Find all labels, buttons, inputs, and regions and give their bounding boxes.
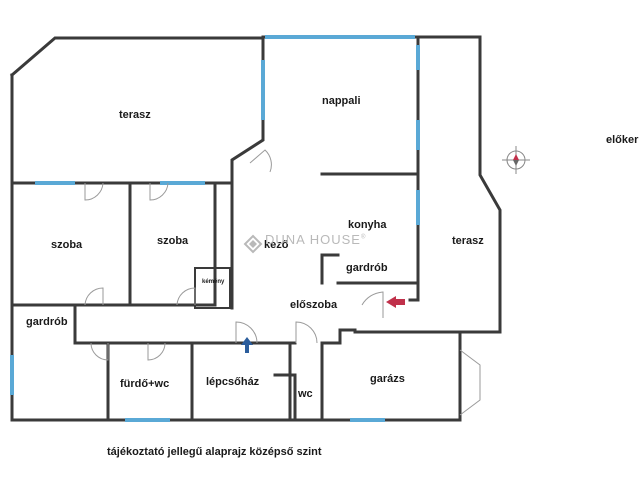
room-label-eloker-partial: előker [606, 134, 639, 146]
watermark-text: DUNA HOUSE® [265, 232, 366, 247]
door-furdo [147, 342, 166, 361]
entry-arrow-icon [386, 296, 405, 308]
garazs-top-wall [338, 328, 462, 345]
outer-wall-top [9, 35, 502, 422]
watermark-brand: DUNA HOUSE [265, 232, 361, 247]
door-szoba-2-bottom [176, 287, 196, 306]
room-label-nappali: nappali [322, 95, 361, 107]
room-label-terasz-left: terasz [119, 109, 151, 121]
room-label-gardrob-right: gardrób [346, 262, 388, 274]
wc-walls [273, 373, 297, 422]
room-label-wc: wc [298, 388, 313, 400]
door-garazs [459, 349, 481, 416]
kemeny-box [194, 267, 231, 309]
eloszoba-right-wall [408, 281, 420, 302]
walls [9, 35, 502, 422]
room-label-terasz-right: terasz [452, 235, 484, 247]
room-label-szoba-1: szoba [51, 239, 83, 251]
door-szoba-1-bottom [84, 287, 104, 306]
room-label-szoba-2: szoba [157, 235, 189, 247]
gardrob-right-walls [320, 253, 340, 285]
watermark-mark: ® [360, 234, 367, 241]
door-gardrob-right [295, 321, 318, 344]
door-szoba-2 [149, 182, 169, 201]
door-gardrob-left [90, 342, 109, 361]
door-entrance [361, 291, 384, 318]
duna-house-logo-icon [243, 234, 263, 254]
room-label-kemeny: kémény [202, 279, 225, 285]
room-label-garazs: garázs [370, 373, 405, 385]
terasz-divider [230, 35, 265, 185]
door-terasz [249, 149, 272, 173]
compass-icon [502, 146, 530, 174]
windows [10, 35, 420, 422]
doors [84, 149, 481, 416]
room-label-gardrob-left: gardrób [26, 316, 68, 328]
room-label-konyha: konyha [348, 219, 387, 231]
door-szoba-1 [84, 182, 104, 201]
room-label-lepcsohaz: lépcsőház [206, 376, 260, 388]
room-label-eteto-partial: kező [264, 239, 289, 251]
room-label-furdo-wc: fürdő+wc [120, 378, 170, 390]
floor-plan-caption: tájékoztató jellegű alaprajz középső szi… [107, 446, 322, 458]
room-label-eloszoba: előszoba [290, 299, 338, 311]
stair-arrow-icon [241, 337, 253, 353]
door-lepcsohaz [235, 321, 258, 344]
